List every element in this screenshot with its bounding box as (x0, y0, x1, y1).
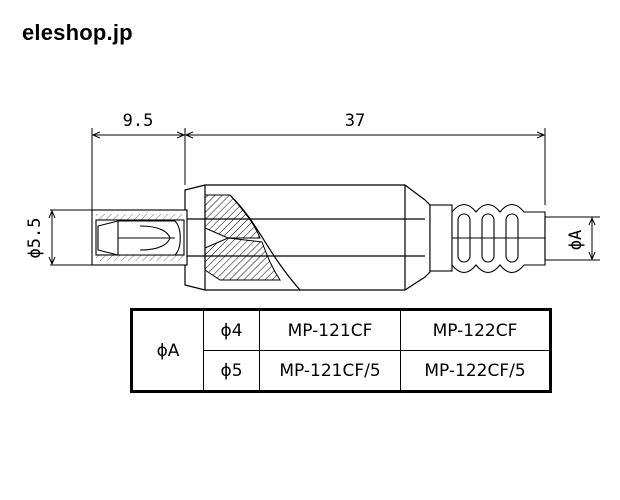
table-row: ϕA ϕ4 MP-121CF MP-122CF (131, 309, 551, 392)
table-row: ϕ5 MP-121CF/5 MP-122CF/5 (132, 350, 551, 392)
dim-label-grip: 9.5 (123, 111, 154, 131)
model-cell: MP-122CF (400, 309, 551, 351)
dim-label-cable: ϕA (566, 230, 586, 250)
model-cell: MP-122CF/5 (400, 350, 551, 392)
cutaway-hatched-section (204, 194, 281, 281)
model-cell: MP-121CF (259, 309, 401, 351)
dimension-lines (52, 135, 592, 264)
diameter-cell: ϕ4 (203, 309, 260, 351)
dim-label-tip: ϕ5.5 (25, 218, 45, 259)
model-cell: MP-121CF/5 (259, 350, 401, 392)
dim-label-body: 37 (345, 111, 365, 131)
model-spec-table: ϕA ϕ4 MP-121CF MP-122CF ϕ5 MP-121CF/5 MP… (130, 308, 552, 393)
plug-tip (91, 205, 206, 270)
brand-logo-text: eleshop.jp (22, 20, 133, 45)
table-row-header: ϕA (131, 309, 204, 392)
diameter-cell: ϕ5 (203, 350, 260, 392)
strain-relief-bellows (429, 203, 546, 274)
